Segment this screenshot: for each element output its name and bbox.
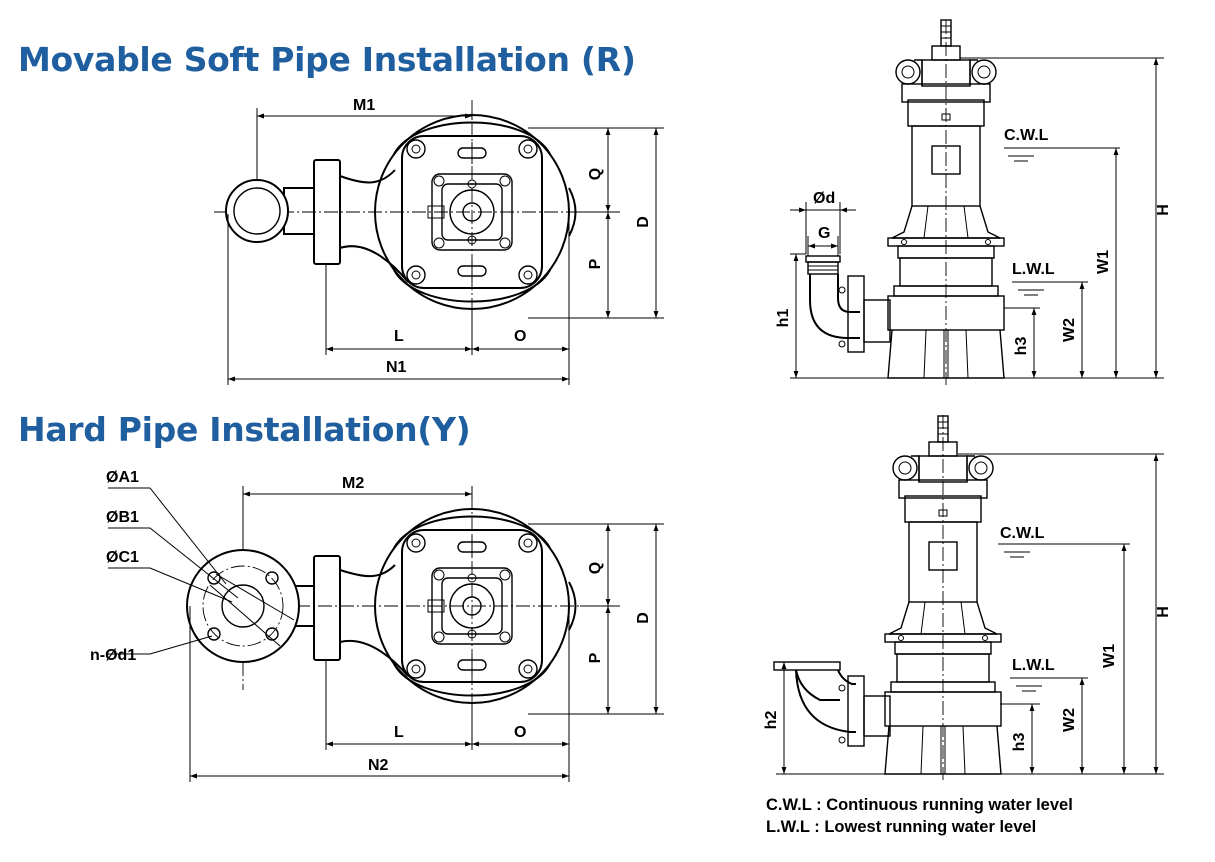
dim-o-hard: O (514, 724, 526, 741)
label-lwl-hard: L.W.L (1012, 657, 1055, 674)
dim-h-hard: H (1155, 606, 1172, 618)
dim-m1: M1 (353, 97, 375, 114)
elevation-hard: C.W.L L.W.L H W1 W2 h3 h2 (763, 415, 1172, 780)
label-lwl: L.W.L (1012, 261, 1055, 278)
dim-p: P (587, 258, 604, 269)
dim-h: H (1155, 204, 1172, 216)
label-nd1: n-Ød1 (90, 647, 136, 664)
label-c1: ØC1 (106, 549, 139, 566)
dim-w2-hard: W2 (1061, 708, 1078, 732)
dim-p-hard: P (587, 652, 604, 663)
dim-w2: W2 (1061, 318, 1078, 342)
dim-l-hard: L (394, 724, 404, 741)
dim-q-hard: Q (587, 562, 604, 574)
label-cwl: C.W.L (1004, 127, 1049, 144)
dim-d: D (635, 216, 652, 228)
label-a1: ØA1 (106, 469, 139, 486)
dim-h2: h2 (763, 711, 780, 730)
dim-n2: N2 (368, 757, 389, 774)
dim-o: O (514, 328, 526, 345)
label-cwl-hard: C.W.L (1000, 525, 1045, 542)
dim-h3: h3 (1013, 337, 1030, 356)
title-hard-pipe: Hard Pipe Installation(Y) (18, 410, 471, 449)
dim-g: G (818, 225, 830, 242)
dim-h1: h1 (775, 309, 792, 328)
legend-lwl: L.W.L : Lowest running water level (766, 818, 1036, 836)
dim-q: Q (587, 168, 604, 180)
elevation-movable: C.W.L L.W.L Ød G H W1 W2 h3 h1 (775, 19, 1172, 385)
label-b1: ØB1 (106, 509, 139, 526)
dim-w1: W1 (1095, 250, 1112, 274)
dim-h3-hard: h3 (1011, 733, 1028, 752)
dim-m2: M2 (342, 475, 364, 492)
dim-d-hard: D (635, 612, 652, 624)
plan-view-movable: M1 L O N1 Q P D (214, 97, 664, 385)
legend-cwl: C.W.L : Continuous running water level (766, 796, 1073, 814)
dim-w1-hard: W1 (1101, 644, 1118, 668)
plan-view-hard: M2 L O N2 Q P D ØA1 ØB1 ØC1 n-Ød1 (90, 469, 664, 782)
dim-n1: N1 (386, 359, 407, 376)
dim-l: L (394, 328, 404, 345)
dim-od: Ød (813, 190, 835, 207)
title-movable-soft-pipe: Movable Soft Pipe Installation (R) (18, 40, 636, 79)
